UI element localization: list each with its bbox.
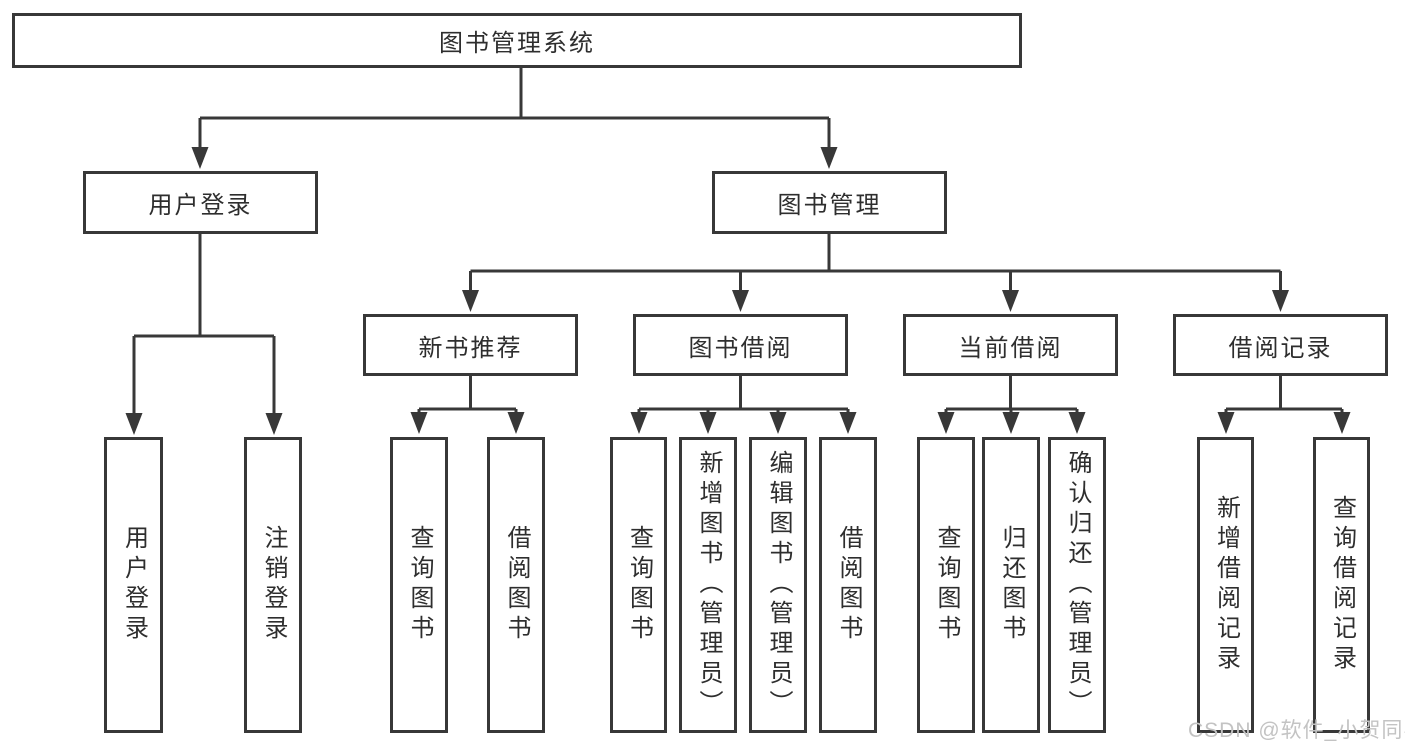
node-current-borrowing: 当前借阅	[903, 314, 1118, 376]
leaf-logout: 注销登录	[244, 437, 302, 733]
leaf-borrow-books-recommend: 借阅图书	[487, 437, 545, 733]
leaf-query-books-borrow: 查询图书	[610, 437, 667, 733]
node-borrowing-records: 借阅记录	[1173, 314, 1388, 376]
node-label: 确认归还（管理员）	[1064, 450, 1091, 720]
arrowhead-icon	[191, 147, 209, 169]
node-system-root: 图书管理系统	[12, 13, 1022, 68]
node-book-management-branch: 图书管理	[712, 171, 947, 234]
arrowhead-icon	[732, 290, 749, 312]
arrowhead-icon	[839, 412, 857, 434]
node-user-login-branch: 用户登录	[83, 171, 318, 234]
arrowhead-icon	[937, 412, 955, 434]
arrowhead-icon	[462, 290, 479, 312]
leaf-query-borrow-record: 查询借阅记录	[1313, 437, 1370, 733]
arrowhead-icon	[1333, 412, 1351, 434]
leaf-return-books: 归还图书	[982, 437, 1040, 733]
node-new-book-recommend: 新书推荐	[363, 314, 578, 376]
node-label: 用户登录	[148, 192, 253, 219]
leaf-query-books-current: 查询图书	[917, 437, 975, 733]
node-label: 归还图书	[998, 525, 1025, 645]
leaf-add-books-admin: 新增图书（管理员）	[679, 437, 737, 733]
arrowhead-icon	[769, 412, 787, 434]
leaf-confirm-return-admin: 确认归还（管理员）	[1048, 437, 1106, 733]
arrowhead-icon	[1217, 412, 1235, 434]
arrowhead-icon	[699, 412, 717, 434]
leaf-borrow-books: 借阅图书	[819, 437, 877, 733]
arrowhead-icon	[410, 412, 428, 434]
node-label: 注销登录	[260, 525, 287, 645]
node-label: 图书管理	[777, 192, 882, 219]
arrowhead-icon	[507, 412, 525, 434]
leaf-add-borrow-record: 新增借阅记录	[1197, 437, 1254, 733]
arrowhead-icon	[1068, 412, 1086, 434]
node-label: 图书借阅	[688, 334, 793, 362]
csdn-watermark: CSDN @软件_小贺同学	[1188, 719, 1405, 742]
arrowhead-icon	[630, 412, 648, 434]
arrowhead-icon	[125, 413, 143, 435]
leaf-edit-books-admin: 编辑图书（管理员）	[749, 437, 807, 733]
leaf-user-login: 用户登录	[104, 437, 163, 733]
node-label: 新增图书（管理员）	[695, 450, 722, 720]
arrowhead-icon	[1002, 412, 1020, 434]
leaf-query-books-recommend: 查询图书	[390, 437, 448, 733]
node-label: 查询借阅记录	[1328, 495, 1356, 675]
node-label: 用户登录	[120, 525, 148, 645]
node-label: 新书推荐	[418, 334, 523, 362]
arrowhead-icon	[265, 413, 283, 435]
node-label: 新增借阅记录	[1212, 495, 1240, 675]
arrowhead-icon	[1272, 290, 1289, 312]
node-label: 查询图书	[933, 525, 960, 645]
node-label: 查询图书	[406, 525, 433, 645]
arrowhead-icon	[1002, 290, 1019, 312]
node-label: 当前借阅	[958, 334, 1063, 362]
node-label: 查询图书	[625, 525, 653, 645]
node-label: 图书管理系统	[439, 30, 595, 57]
node-label: 借阅记录	[1228, 334, 1333, 362]
node-book-borrowing: 图书借阅	[633, 314, 848, 376]
arrowhead-icon	[820, 147, 838, 169]
node-label: 借阅图书	[503, 525, 530, 645]
node-label: 借阅图书	[835, 525, 862, 645]
node-label: 编辑图书（管理员）	[765, 450, 792, 720]
